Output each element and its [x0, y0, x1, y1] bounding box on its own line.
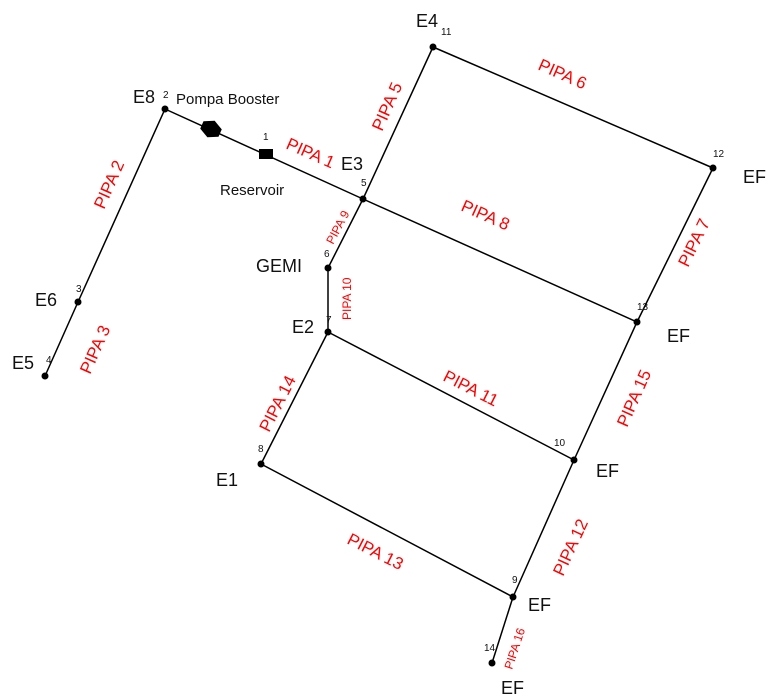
pipe-label-11: PIPA 11 — [440, 367, 501, 411]
node-numbers: 1 2 3 4 5 6 7 8 9 10 11 12 13 14 — [46, 27, 725, 654]
node-label-gemi: GEMI — [256, 256, 302, 276]
junction-3[interactable] — [74, 298, 82, 306]
pipe-13 — [260, 463, 514, 598]
pipe-5 — [362, 46, 434, 200]
node-label-e3: E3 — [341, 154, 363, 174]
node-number-2: 2 — [163, 90, 169, 101]
junction-7[interactable] — [324, 328, 332, 336]
node-label-e8: E8 — [133, 87, 155, 107]
pipes — [44, 46, 714, 664]
reservoir-label: Reservoir — [220, 182, 284, 199]
node-label-ef-13: EF — [667, 326, 690, 346]
node-number-3: 3 — [76, 284, 82, 295]
node-label-ef-12: EF — [743, 167, 766, 187]
pipe-8 — [362, 198, 638, 323]
node-label-e2: E2 — [292, 317, 314, 337]
node-number-13: 13 — [637, 302, 649, 313]
pipe-label-7: PIPA 7 — [675, 216, 714, 270]
junction-4[interactable] — [41, 372, 49, 380]
junction-11[interactable] — [429, 43, 437, 51]
pipe-9 — [327, 198, 364, 269]
pipe-label-5: PIPA 5 — [368, 80, 406, 134]
node-number-6: 6 — [324, 249, 330, 260]
node-number-11: 11 — [441, 27, 452, 38]
pipe-label-10: PIPA 10 — [340, 277, 354, 320]
pipe-label-16: PIPA 16 — [502, 626, 529, 671]
node-number-10: 10 — [554, 438, 566, 449]
pipe-11 — [327, 331, 575, 461]
pipe-16 — [491, 596, 514, 664]
node-labels: E8 E6 E5 E3 GEMI E2 E1 EF EF E4 EF EF EF — [12, 11, 766, 698]
node-number-8: 8 — [258, 444, 264, 455]
pipe-label-15: PIPA 15 — [613, 367, 655, 430]
node-number-14: 14 — [484, 643, 496, 654]
node-label-e1: E1 — [216, 470, 238, 490]
node-number-1: 1 — [263, 132, 269, 143]
pipe-12 — [512, 459, 575, 598]
node-number-5: 5 — [361, 178, 367, 189]
pipe-label-3: PIPA 3 — [76, 323, 114, 377]
pipe-6 — [432, 46, 714, 169]
pipe-15 — [573, 321, 638, 461]
junctions — [41, 43, 717, 667]
pump-label: Pompa Booster — [176, 91, 279, 108]
pipe-3 — [44, 301, 79, 377]
node-label-e4: E4 — [416, 11, 438, 31]
junction-2[interactable] — [161, 105, 169, 113]
node-label-e5: E5 — [12, 353, 34, 373]
pipe-7 — [636, 167, 714, 323]
junction-14[interactable] — [488, 659, 496, 667]
node-label-ef-10: EF — [596, 461, 619, 481]
junction-6[interactable] — [324, 264, 332, 272]
node-number-4: 4 — [46, 355, 52, 366]
junction-12[interactable] — [709, 164, 717, 172]
pipe-14 — [260, 331, 329, 465]
pump-symbol[interactable] — [198, 117, 224, 142]
junction-9[interactable] — [509, 593, 517, 601]
node-label-e6: E6 — [35, 290, 57, 310]
junction-10[interactable] — [570, 456, 578, 464]
node-number-12: 12 — [713, 149, 725, 160]
node-number-7: 7 — [326, 315, 332, 326]
node-number-9: 9 — [512, 575, 518, 586]
pipe-label-12: PIPA 12 — [549, 516, 592, 579]
node-label-ef-9: EF — [528, 595, 551, 615]
junction-13[interactable] — [633, 318, 641, 326]
junction-8[interactable] — [257, 460, 265, 468]
reservoir-symbol[interactable] — [259, 149, 273, 159]
pipe-label-8: PIPA 8 — [458, 196, 512, 234]
junction-5[interactable] — [359, 195, 367, 203]
pipe-label-6: PIPA 6 — [535, 55, 589, 93]
pipe-2 — [77, 108, 166, 303]
pipe-label-14: PIPA 14 — [256, 373, 300, 435]
node-label-ef-14: EF — [501, 678, 524, 698]
